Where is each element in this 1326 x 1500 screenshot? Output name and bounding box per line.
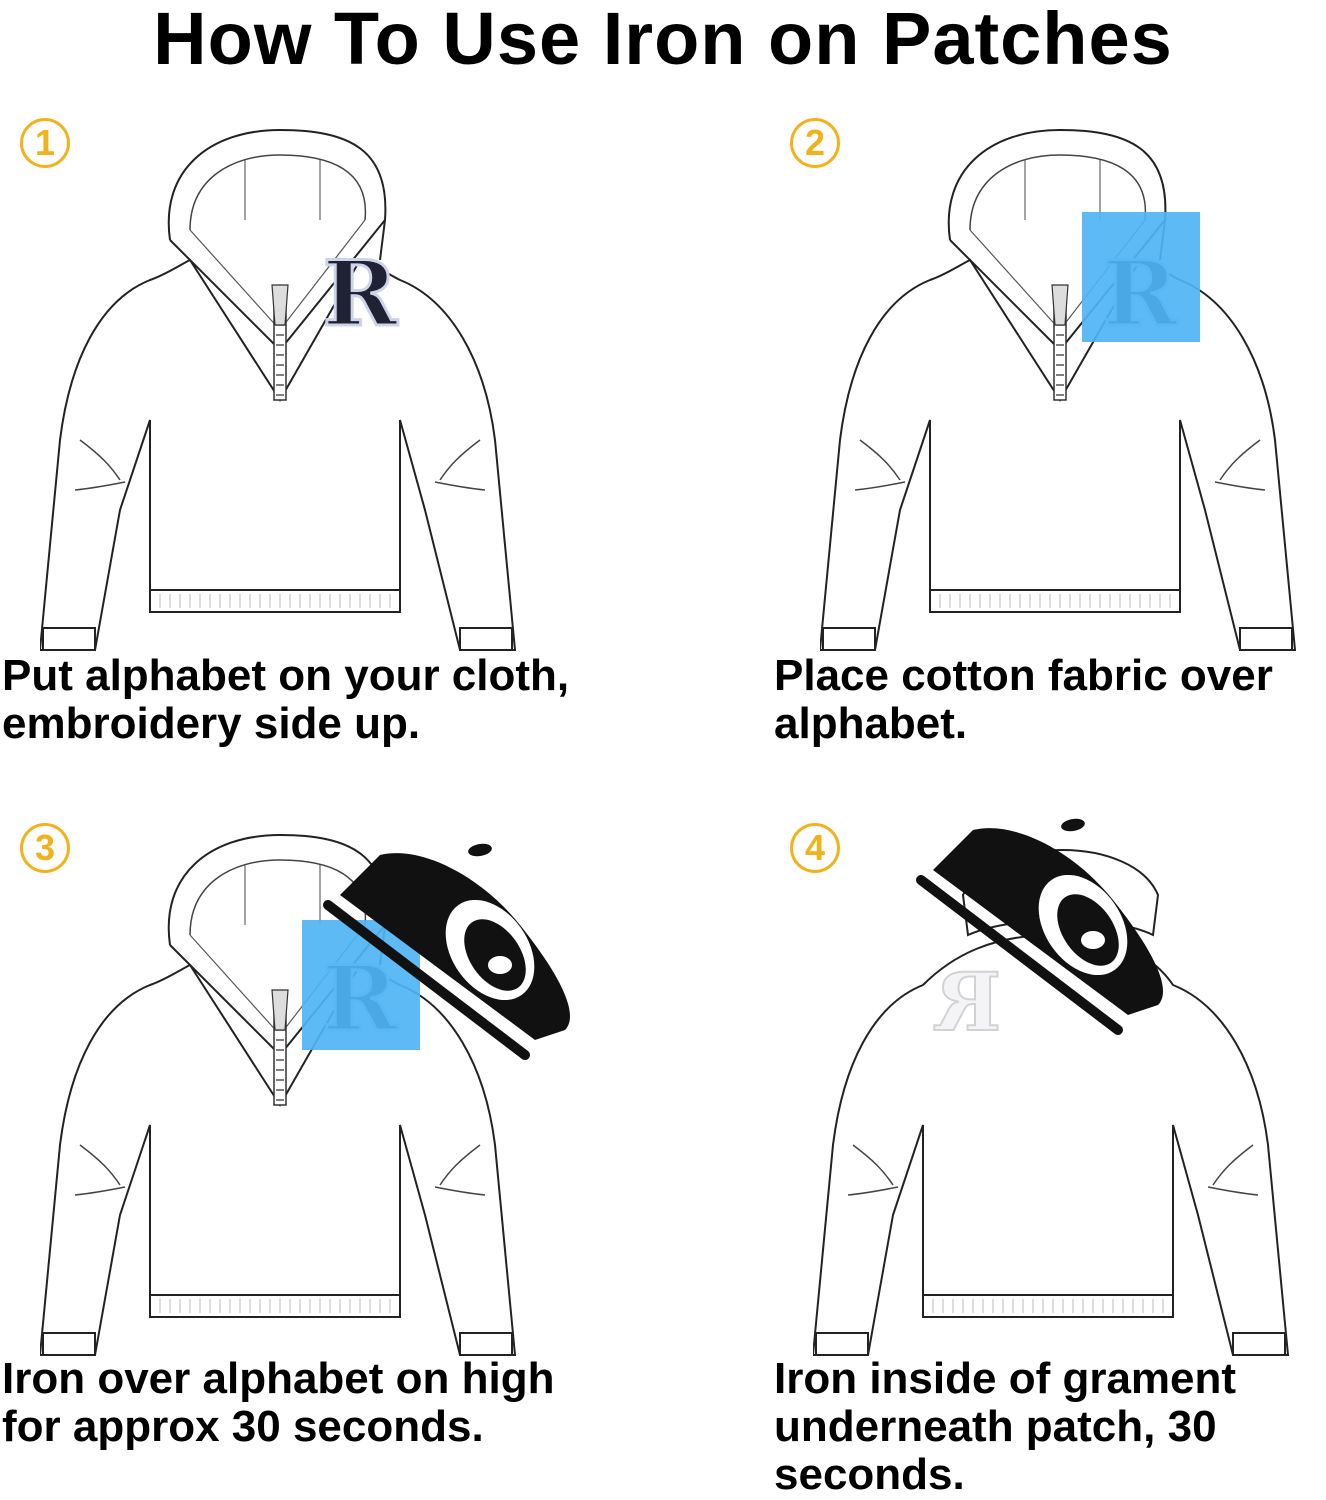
step-caption: Place cotton fabric over alphabet. [774,651,1273,748]
step-caption: Iron over alphabet on high for approx 30… [2,1354,555,1451]
step-4-panel: 4 R Iron inside of grament underneath pa… [680,795,1320,1500]
step-number-badge: 1 [20,118,70,168]
cotton-fabric-overlay [1082,212,1200,342]
step-1-panel: 1 R Put alphabet on your cloth, embroide… [0,90,640,770]
cotton-fabric-overlay [302,920,420,1050]
hoodie-front-illustration: R [40,834,620,1356]
step-caption: Put alphabet on your cloth, embroidery s… [2,651,570,748]
letter-patch-reversed: R [934,955,1001,1049]
step-number-badge: 3 [20,823,70,873]
hoodie-front-illustration: R [820,129,1296,651]
hoodie-front-illustration: R [40,129,516,651]
step-number-badge: 2 [790,118,840,168]
letter-patch: R [323,241,399,347]
page-title: How To Use Iron on Patches [153,0,1173,80]
step-caption: Iron inside of grament underneath patch,… [774,1354,1237,1499]
hoodie-back-illustration: R [813,815,1289,1356]
step-2-panel: 2 R Place cotton fabric over alphabet. [680,90,1320,770]
step-3-panel: 3 R Iron over alphabet on high for appro… [0,795,640,1475]
step-number-badge: 4 [790,823,840,873]
